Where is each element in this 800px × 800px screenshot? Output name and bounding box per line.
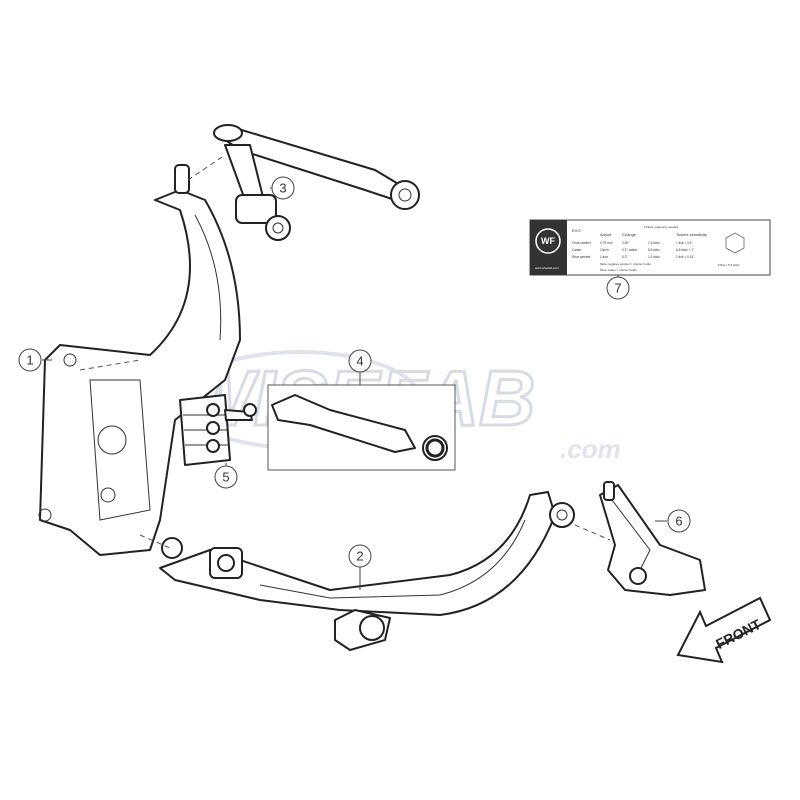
- callout-6: 6: [667, 509, 691, 533]
- front-direction-arrow: FRONT: [676, 596, 772, 664]
- callout-number: 5: [222, 470, 229, 485]
- sticker-header: Adjust: [600, 232, 612, 237]
- callout-5: 5: [214, 465, 238, 489]
- callout-2: 2: [348, 544, 372, 568]
- sticker-cell: Front camber: [572, 241, 592, 245]
- sticker-header: Change: [622, 232, 637, 237]
- sticker-website: www.wisefab.com: [535, 266, 559, 270]
- knuckle: [38, 164, 241, 556]
- sticker-header: Tickets (spanner) needed: [644, 225, 678, 229]
- setup-sticker: WF www.wisefab.com EVO Adjust Change Tic…: [529, 219, 771, 276]
- steering-rack-spacer: [179, 394, 257, 466]
- lower-control-arm: [159, 491, 575, 651]
- callout-4: 4: [348, 349, 372, 373]
- sticker-cell: 6.5 ticks: [648, 248, 660, 252]
- callout-number: 4: [356, 354, 363, 369]
- sticker-cell: 10mm: [600, 248, 609, 252]
- sticker-header: EVO: [572, 228, 580, 233]
- sticker-cell: Caster: [572, 248, 582, 252]
- sticker-cell: 0.3° caster: [622, 248, 638, 252]
- sticker-cell: 1 tick = 0.14°: [676, 255, 695, 259]
- callout-number: 7: [614, 281, 621, 296]
- sticker-cell: Rear camber: [572, 255, 591, 259]
- watermark-domain: .com: [560, 434, 621, 464]
- assembly-line: [574, 524, 611, 541]
- assembly-line: [187, 154, 226, 181]
- sticker-cell: 1.5 ticks: [648, 241, 660, 245]
- sticker-note: More caster = shorter bottle: [600, 268, 637, 272]
- callout-1: 1: [18, 348, 42, 372]
- callout-number: 2: [356, 549, 363, 564]
- callout-3: 3: [271, 176, 295, 200]
- sticker-cell: 1 turn: [600, 255, 608, 259]
- upper-control-arm: [213, 124, 420, 241]
- callout-number: 1: [26, 353, 33, 368]
- assembly-line: [79, 359, 141, 371]
- sticker-hex-label: 1Flat = 5.6 ticks: [718, 263, 740, 267]
- tension-rod-bracket: [599, 481, 706, 596]
- assembly-line: [139, 534, 171, 549]
- sticker-cell: 1.2 ticks: [648, 255, 660, 259]
- sticker-cell: 0.3°: [622, 255, 628, 259]
- callout-number: 3: [279, 181, 286, 196]
- callout-7: 7: [606, 276, 630, 300]
- sticker-cell: 6.5 ticks = 1°: [676, 248, 695, 252]
- sticker-note: More negative camber = shorter bottle: [600, 262, 651, 266]
- sticker-cell: 0.75 mm: [600, 241, 613, 245]
- callout-number: 6: [675, 514, 682, 529]
- sticker-logo: WF: [541, 236, 555, 246]
- sticker-cell: 1 tick = 0.1°: [676, 241, 694, 245]
- hex-nut-icon: [725, 232, 745, 254]
- sticker-header: Tickets sensitivity: [676, 232, 707, 237]
- tie-rod-arm-box: [267, 384, 456, 471]
- sticker-cell: 0.30°: [622, 241, 630, 245]
